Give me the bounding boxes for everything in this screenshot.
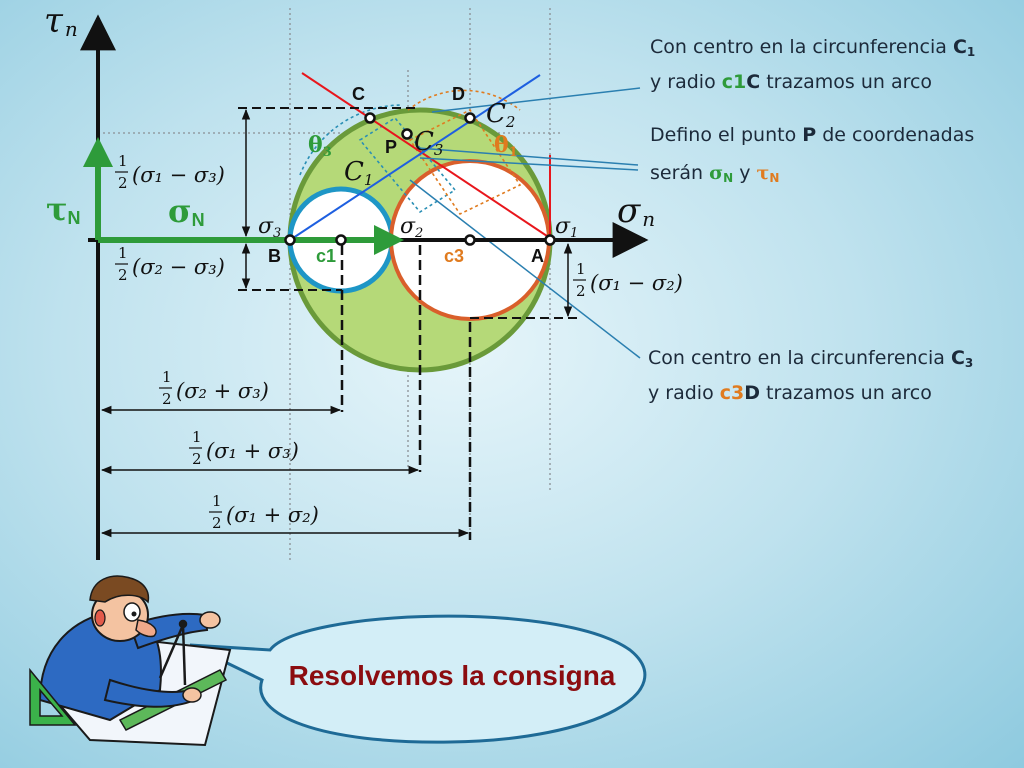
theta1-label: θ (494, 132, 509, 158)
point-A (544, 234, 556, 246)
svg-text:2: 2 (162, 390, 172, 408)
point-c1 (335, 234, 347, 246)
theta3-label: θ (308, 132, 323, 158)
svg-text:τn: τn (44, 1, 78, 41)
svg-text:θ3: θ3 (308, 132, 332, 160)
sigma1-label: σ (555, 214, 571, 239)
blue-line (289, 74, 541, 241)
svg-text:1: 1 (576, 260, 586, 278)
svg-text:(σ₂ + σ₃): (σ₂ + σ₃) (176, 379, 269, 403)
svg-text:1: 1 (162, 368, 172, 386)
speech-bubble (189, 614, 647, 744)
svg-text:1: 1 (118, 244, 128, 262)
point-markers (284, 112, 556, 246)
point-D (464, 112, 476, 124)
svg-text:σn: σn (617, 191, 655, 231)
callout-text: Resolvemos la consigna (288, 660, 616, 691)
circle-c3-label: C (414, 127, 434, 157)
svg-text:C3: C3 (414, 127, 443, 159)
expr-s2-s3-sum: 1 2 (σ₂ + σ₃) (159, 368, 269, 408)
circle-c2-label: C (486, 99, 506, 129)
svg-text:(σ₁ − σ₂): (σ₁ − σ₂) (590, 271, 683, 295)
compass-icon (158, 619, 188, 686)
label-c1: c1 (316, 246, 336, 266)
svg-text:(σ₂ − σ₃): (σ₂ − σ₃) (132, 255, 225, 279)
svg-text:C2: C2 (486, 99, 515, 131)
svg-text:2: 2 (576, 282, 586, 300)
label-B: B (268, 246, 281, 266)
svg-text:(σ₁ − σ₃): (σ₁ − σ₃) (132, 163, 225, 187)
svg-text:(σ₁ + σ₂): (σ₁ + σ₂) (226, 503, 319, 527)
svg-text:2: 2 (118, 174, 128, 192)
svg-text:2: 2 (212, 514, 222, 532)
svg-text:C1: C1 (344, 157, 373, 189)
expr-s1-s3: 1 2 (σ₁ − σ₃) (115, 152, 225, 192)
dim-s1-s3 (238, 107, 420, 238)
circle-c1-label: C (344, 157, 364, 187)
sigma-axis-sub: n (642, 207, 655, 231)
red-line (301, 72, 554, 241)
dim-s2-s3 (238, 242, 342, 291)
label-c3: c3 (444, 246, 464, 266)
tauN-sub: N (68, 208, 81, 228)
label-D: D (452, 84, 465, 104)
svg-text:(σ₁ + σ₃): (σ₁ + σ₃) (206, 439, 299, 463)
svg-text:σ2: σ2 (400, 214, 423, 241)
svg-text:1: 1 (212, 492, 222, 510)
dim-bottom (100, 245, 472, 540)
label-A: A (531, 246, 544, 266)
label-P: P (385, 137, 397, 157)
label-C: C (352, 84, 365, 104)
svg-text:2: 2 (118, 266, 128, 284)
pointer-lines (409, 87, 641, 359)
point-B (284, 234, 296, 246)
tauN-label: τ (46, 190, 68, 228)
point-C (364, 112, 376, 124)
svg-text:2: 2 (192, 450, 202, 468)
expr-s2-s3: 1 2 (σ₂ − σ₃) (115, 244, 225, 284)
tau-axis-label: τ (44, 1, 64, 41)
note-arc-c1: Con centro en la circunferencia C1 y rad… (650, 36, 976, 93)
expr-s1-s2: 1 2 (σ₁ − σ₂) (573, 260, 683, 300)
sigma3-label: σ (258, 214, 274, 239)
sigma2-label: σ (400, 214, 416, 239)
svg-text:τN: τN (46, 190, 81, 228)
engineer-with-compass-illustration (38, 575, 232, 747)
svg-text:1: 1 (118, 152, 128, 170)
svg-text:σ1: σ1 (555, 214, 578, 241)
sigmaN-sub: N (192, 210, 205, 230)
svg-text:σ3: σ3 (258, 214, 281, 241)
svg-text:σN: σN (168, 192, 205, 230)
sigmaN-label: σ (168, 192, 192, 230)
sigma-axis-label: σ (617, 191, 641, 231)
dim-s1-s2 (470, 242, 578, 319)
note-arc-c3: Con centro en la circunferencia C3 y rad… (648, 347, 974, 404)
tau-axis-sub: n (65, 17, 78, 41)
construction-arcs (299, 89, 522, 216)
point-c3 (464, 234, 476, 246)
svg-text:θ1: θ1 (494, 132, 518, 160)
set-square-icon (29, 667, 77, 726)
expr-s1-s2-sum: 1 2 (σ₁ + σ₂) (209, 492, 319, 532)
point-P (401, 128, 413, 140)
svg-text:1: 1 (192, 428, 202, 446)
expr-s1-s3-sum: 1 2 (σ₁ + σ₃) (189, 428, 299, 468)
note-point-p: Defino el punto P de coordenadas serán σ… (650, 124, 975, 185)
